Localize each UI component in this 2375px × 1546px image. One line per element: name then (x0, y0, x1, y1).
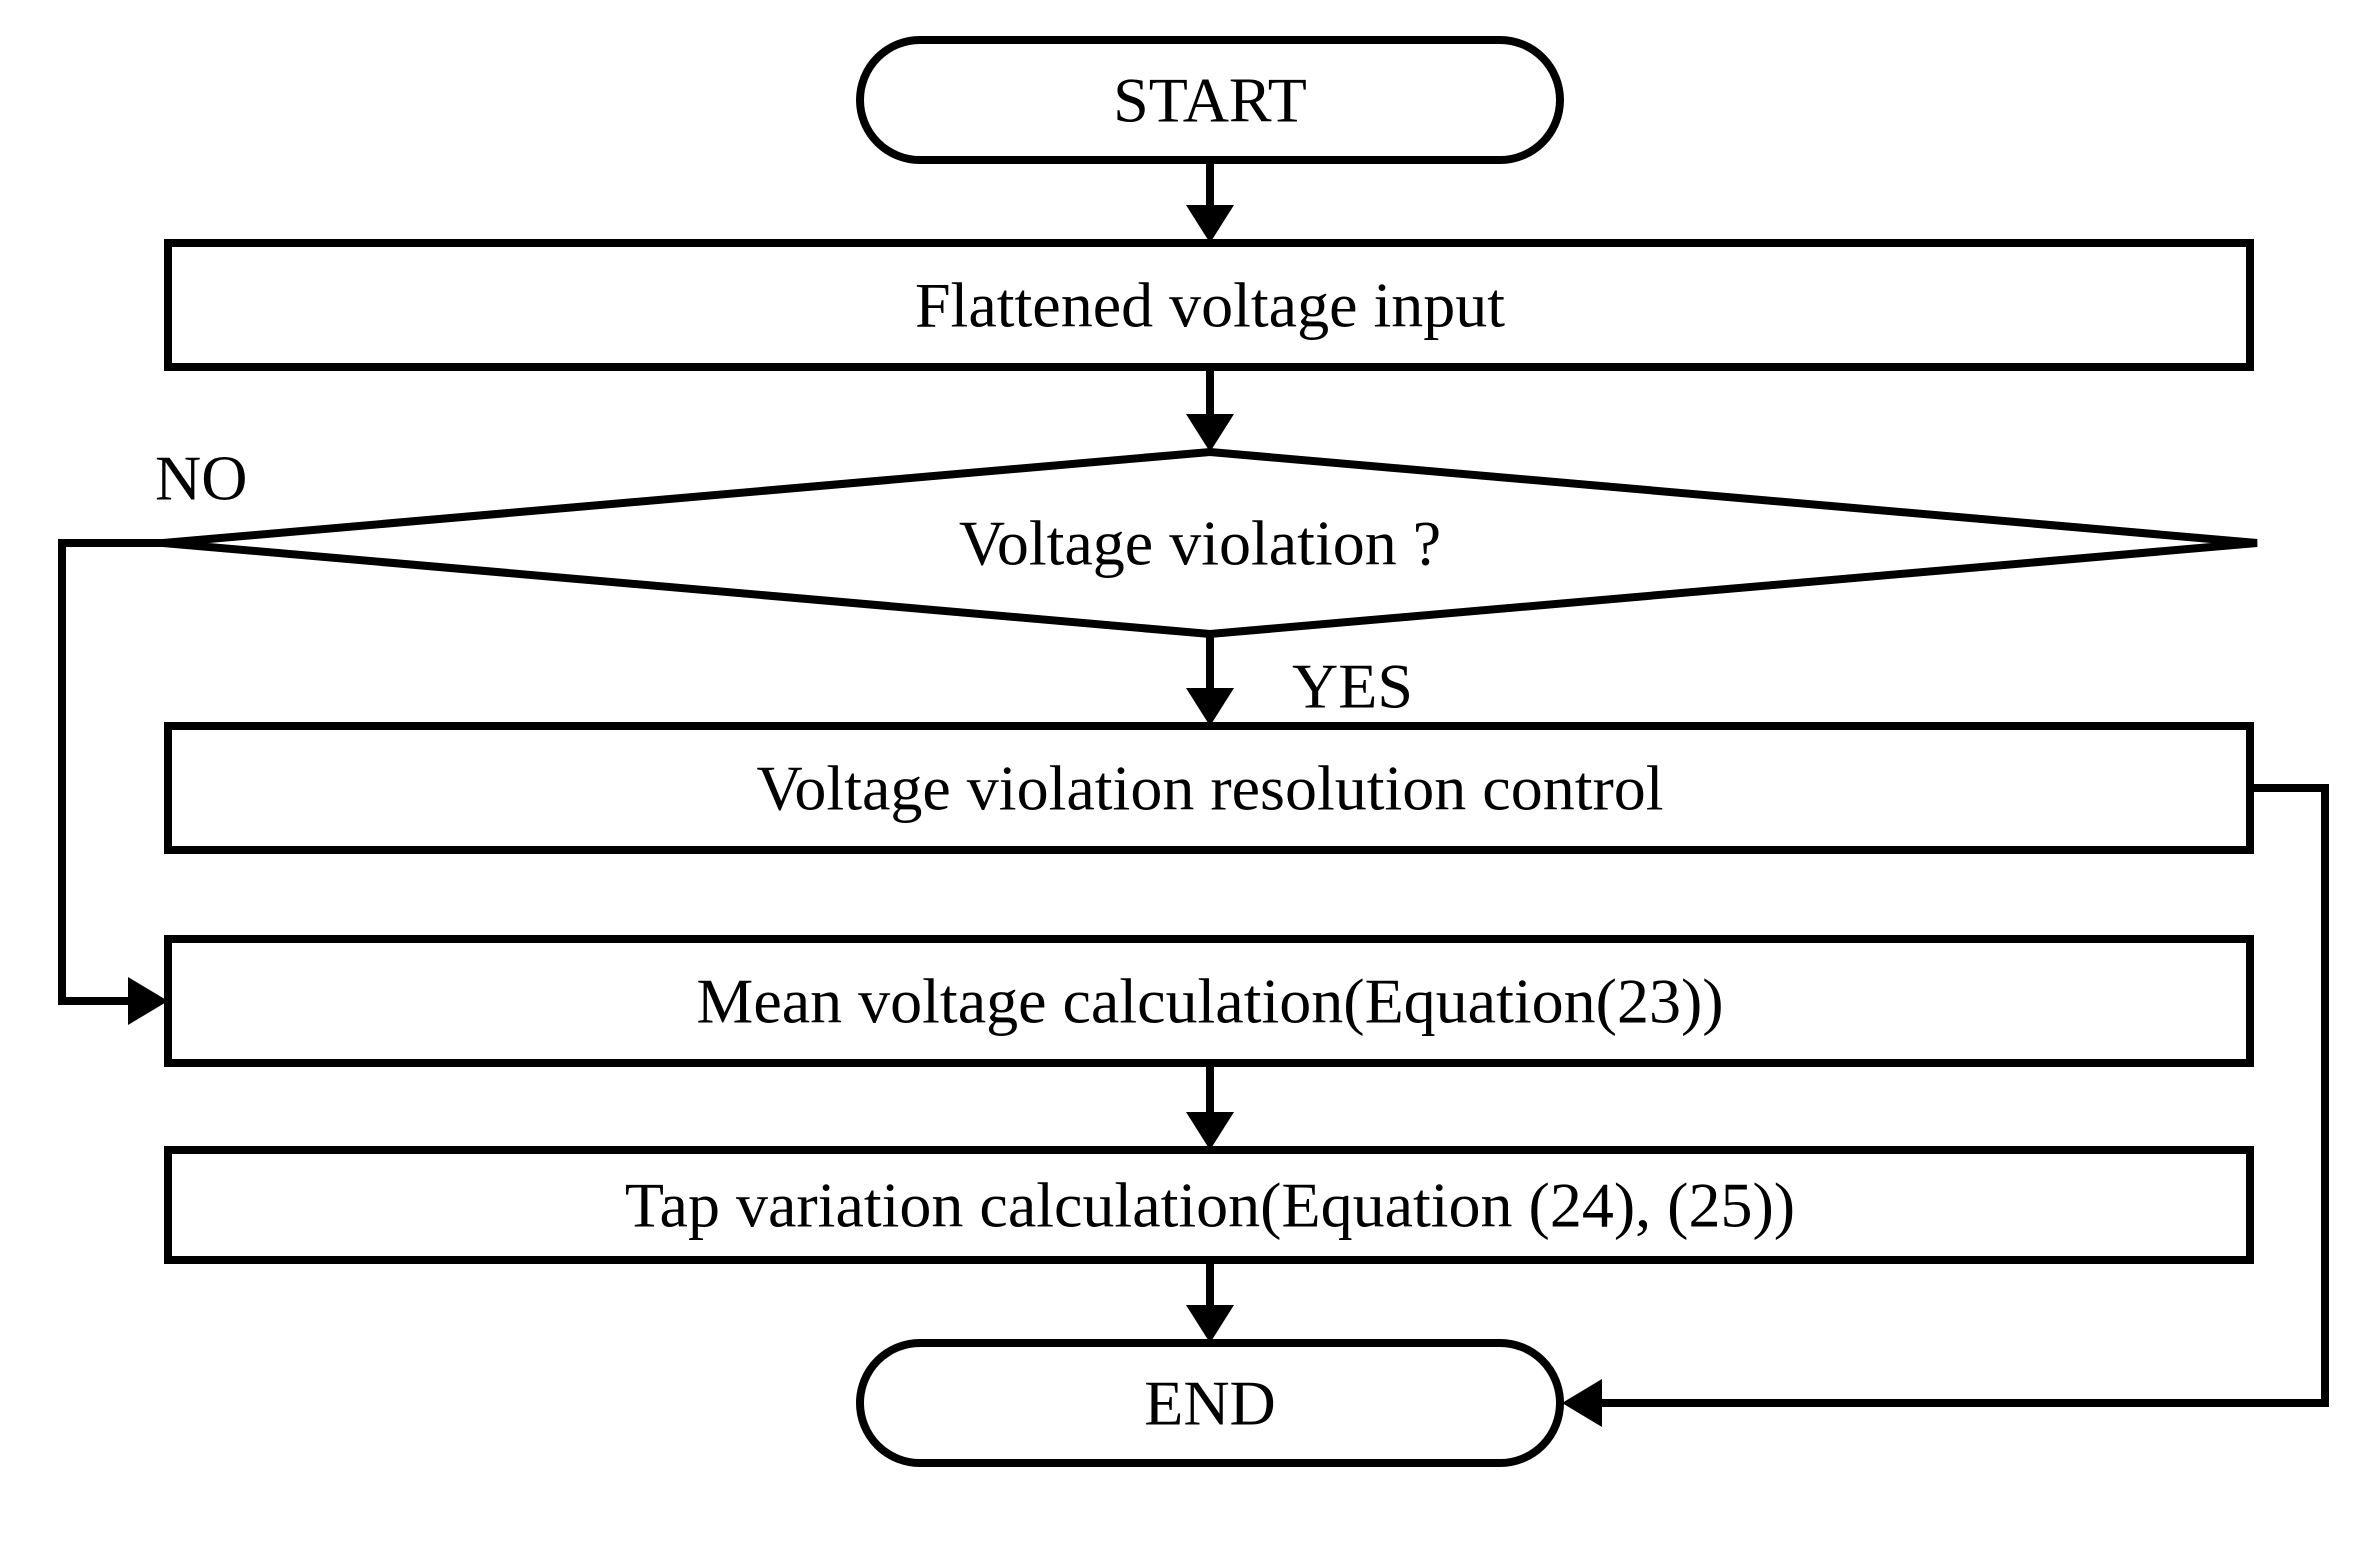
start-node: START (856, 36, 1564, 164)
tap-variation-process-node: Tap variation calculation(Equation (24),… (164, 1146, 2254, 1264)
mean-voltage-process-label: Mean voltage calculation(Equation(23)) (696, 966, 1723, 1037)
arrow-tap-to-end (1186, 1260, 1234, 1343)
mean-voltage-process-node: Mean voltage calculation(Equation(23)) (164, 935, 2254, 1067)
input-process-label: Flattened voltage input (915, 270, 1505, 341)
branch-no-label: NO (155, 443, 247, 514)
end-label: END (1144, 1368, 1276, 1439)
branch-yes-label: YES (1292, 651, 1413, 722)
start-label: START (1113, 65, 1307, 136)
decision-label: Voltage violation ? (959, 508, 1441, 579)
arrow-mean-to-tap (1186, 1063, 1234, 1150)
decision-node: Voltage violation ? (162, 447, 2258, 639)
arrow-input-to-decision (1186, 367, 1234, 452)
resolution-process-node: Voltage violation resolution control (164, 722, 2254, 854)
arrow-start-to-input (1186, 160, 1234, 243)
end-node: END (856, 1339, 1564, 1467)
arrow-resolution-to-end (1562, 784, 2329, 1427)
arrow-yes-branch (1186, 634, 1234, 726)
arrow-no-branch (58, 539, 168, 1025)
tap-variation-process-label: Tap variation calculation(Equation (24),… (625, 1170, 1795, 1241)
input-process-node: Flattened voltage input (164, 239, 2254, 371)
resolution-process-label: Voltage violation resolution control (756, 753, 1663, 824)
